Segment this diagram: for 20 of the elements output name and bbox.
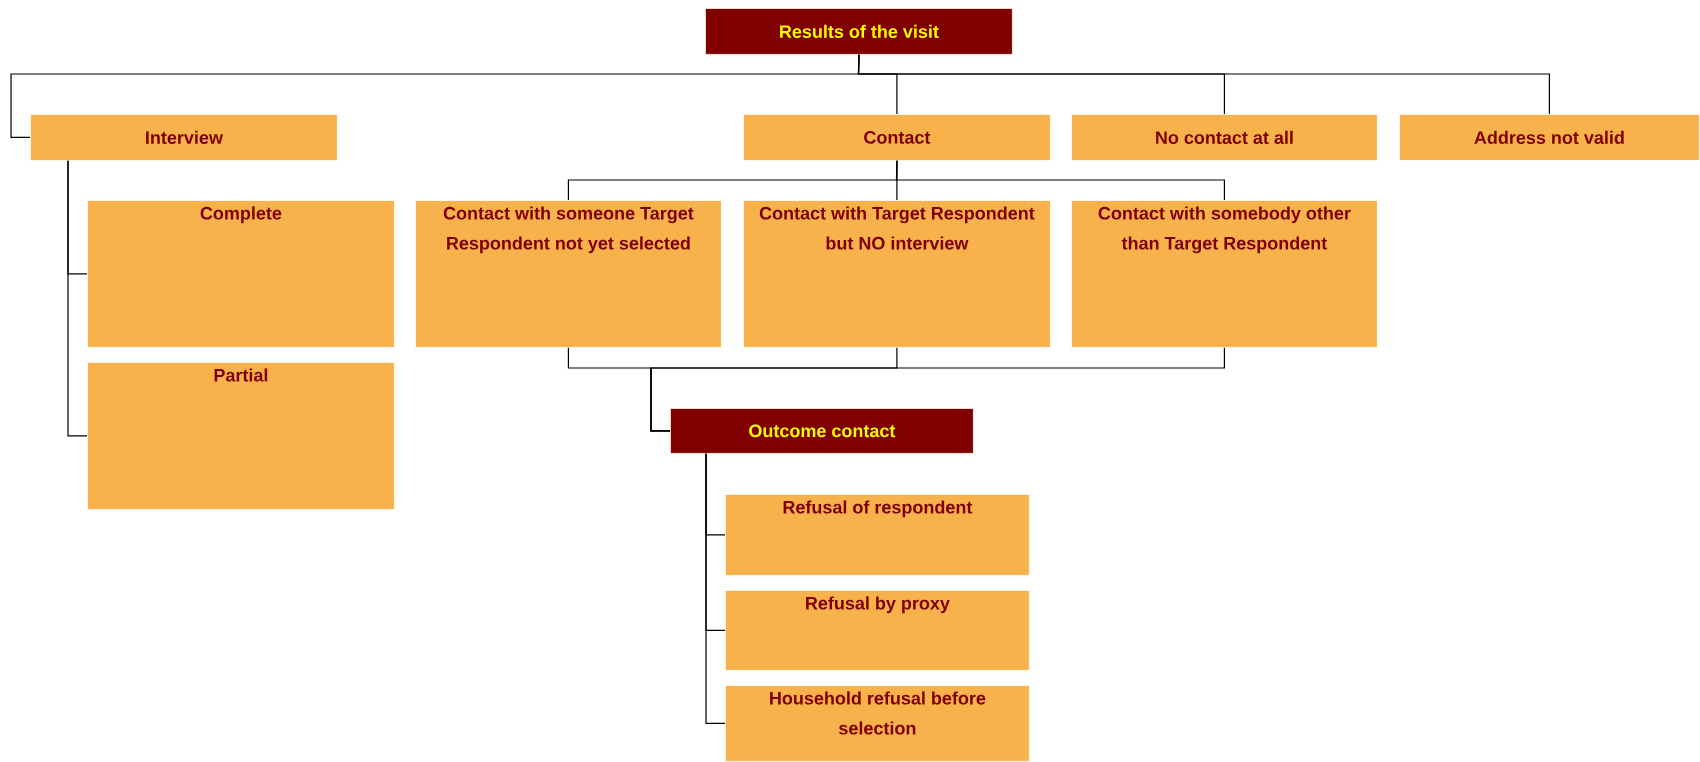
connector-line — [896, 160, 898, 201]
category-box: Contact — [743, 114, 1051, 161]
outcome-box: Contact with somebody other than Target Respondent — [1071, 200, 1378, 348]
outcome-box: Refusal by proxy — [725, 590, 1030, 671]
connector-line — [895, 160, 1225, 201]
connector-line — [857, 54, 1550, 115]
outcome-box: Contact with someone Target Respondent not yet selected — [415, 200, 722, 348]
header-box: Results of the visit — [705, 8, 1013, 55]
outcome-box: Partial — [87, 362, 395, 510]
category-box: No contact at all — [1071, 114, 1378, 161]
header-box: Outcome contact — [670, 408, 974, 454]
outcome-box: Household refusal before selection — [725, 685, 1030, 762]
category-box: Interview — [30, 114, 338, 161]
outcome-box: Complete — [87, 200, 395, 348]
connector-line — [67, 160, 88, 437]
connector-line — [705, 453, 726, 724]
category-box: Address not valid — [1399, 114, 1700, 161]
outcome-box: Refusal of respondent — [725, 494, 1030, 576]
connector-line — [650, 347, 1225, 432]
outcome-box: Contact with Target Respondent but NO interview — [743, 200, 1051, 348]
